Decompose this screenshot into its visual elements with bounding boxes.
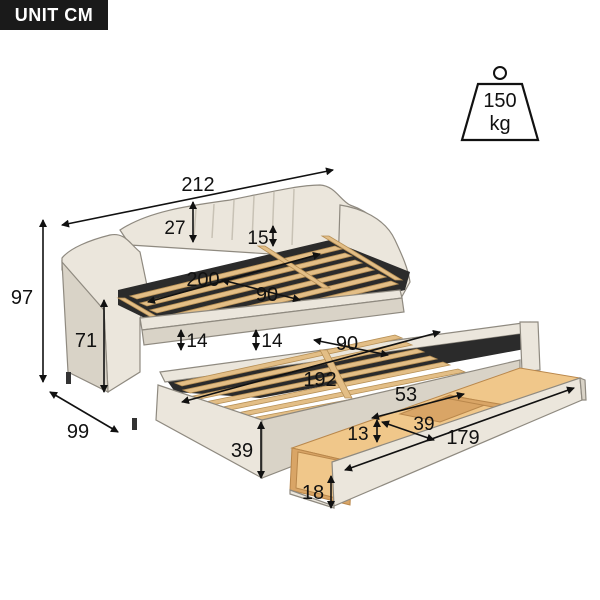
dim-drawer-height: 18 [302,482,324,504]
dim-trundle-width: 90 [336,333,358,355]
dim-trundle-height: 39 [231,440,253,462]
dim-backrest-height: 27 [164,218,185,239]
dim-trundle-clearance: 14 [261,331,283,352]
dim-drawer-section-depth: 39 [413,414,434,435]
dim-drawer-section-width: 53 [395,384,417,406]
unit-badge: UNIT CM [0,0,108,30]
dim-trundle-length: 192 [303,369,336,391]
dim-drawer-inner-height: 13 [347,424,368,445]
weight-unit: kg [489,113,510,135]
dim-slat-gap: 15 [247,228,268,249]
weight-icon: 150 kg [460,66,540,142]
dim-main-clearance: 14 [186,331,208,352]
weight-value: 150 [483,90,516,112]
dim-mattress-width: 90 [256,284,278,306]
dim-drawer-length: 179 [446,427,479,449]
dim-overall-length: 212 [181,174,214,196]
dim-overall-height: 97 [11,287,33,309]
dim-overall-depth: 99 [67,421,89,443]
dim-mattress-length: 200 [186,269,219,291]
dim-arm-height: 71 [75,330,97,352]
